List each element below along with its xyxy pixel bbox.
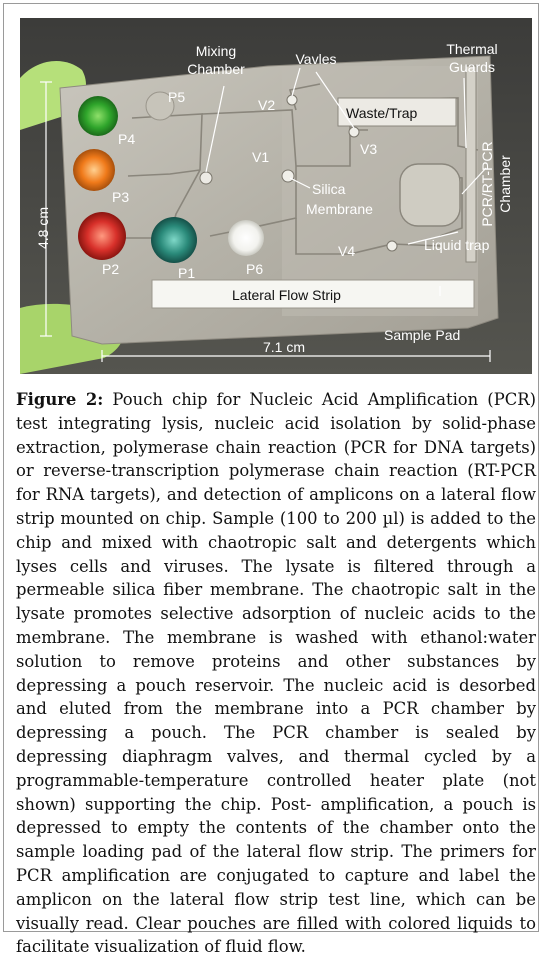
label-v2: V2 <box>258 97 275 113</box>
label-pcr-1: PCR/RT-PCR <box>479 141 495 226</box>
valve-v4-marker <box>386 240 398 252</box>
label-p3: P3 <box>112 189 129 205</box>
leader-lines <box>205 67 487 296</box>
waste-trap-chamber <box>337 97 457 127</box>
thermal-guard <box>465 65 477 263</box>
lateral-flow-strip <box>151 279 475 309</box>
chip-diagram-svg: Mixing Chamber Vavles Thermal Guards Was… <box>20 18 532 374</box>
label-v1: V1 <box>252 149 269 165</box>
pouch-p3 <box>73 149 115 191</box>
label-width-dimension: 7.1 cm <box>263 339 305 355</box>
pouch-chip-photo: Mixing Chamber Vavles Thermal Guards Was… <box>20 18 532 374</box>
label-p6: P6 <box>246 261 263 277</box>
figure-caption: Figure 2: Pouch chip for Nucleic Acid Am… <box>16 388 536 959</box>
silica-membrane-marker <box>281 169 295 183</box>
pouch-p5 <box>145 91 175 121</box>
pouch-p2 <box>78 212 126 260</box>
label-v4: V4 <box>338 243 355 259</box>
dimension-lines <box>40 81 491 362</box>
pouch-p6 <box>228 220 264 256</box>
figure-label: Figure 2: <box>16 390 104 409</box>
valve-v2-marker <box>286 94 298 106</box>
figure-caption-text: Pouch chip for Nucleic Acid Amplificatio… <box>16 390 537 957</box>
label-lateral-flow-strip: Lateral Flow Strip <box>232 287 341 303</box>
pouch-p4 <box>78 96 118 136</box>
label-height-dimension: 4.8 cm <box>35 207 51 249</box>
label-sample-pad: Sample Pad <box>384 327 460 343</box>
label-silica-2: Membrane <box>306 201 373 217</box>
label-mixing-2: Chamber <box>187 61 245 77</box>
valve-v3-marker <box>348 126 360 138</box>
label-thermal-1: Thermal <box>446 41 497 57</box>
figure-frame: Mixing Chamber Vavles Thermal Guards Was… <box>3 3 539 956</box>
label-p2: P2 <box>102 261 119 277</box>
label-waste-trap: Waste/Trap <box>346 105 418 121</box>
pcr-chamber <box>399 163 461 227</box>
label-v3: V3 <box>360 141 377 157</box>
mixing-chamber-marker <box>199 171 213 185</box>
label-p4: P4 <box>118 131 135 147</box>
label-p5: P5 <box>168 89 185 105</box>
label-silica-1: Silica <box>312 181 346 197</box>
label-p1: P1 <box>178 265 195 281</box>
label-thermal-2: Guards <box>449 59 495 75</box>
label-valves: Vavles <box>296 51 337 67</box>
label-liquid-trap: Liquid trap <box>424 237 490 253</box>
label-pcr-2: Chamber <box>497 155 513 213</box>
label-mixing-1: Mixing <box>196 43 236 59</box>
pouch-p1 <box>151 217 197 263</box>
